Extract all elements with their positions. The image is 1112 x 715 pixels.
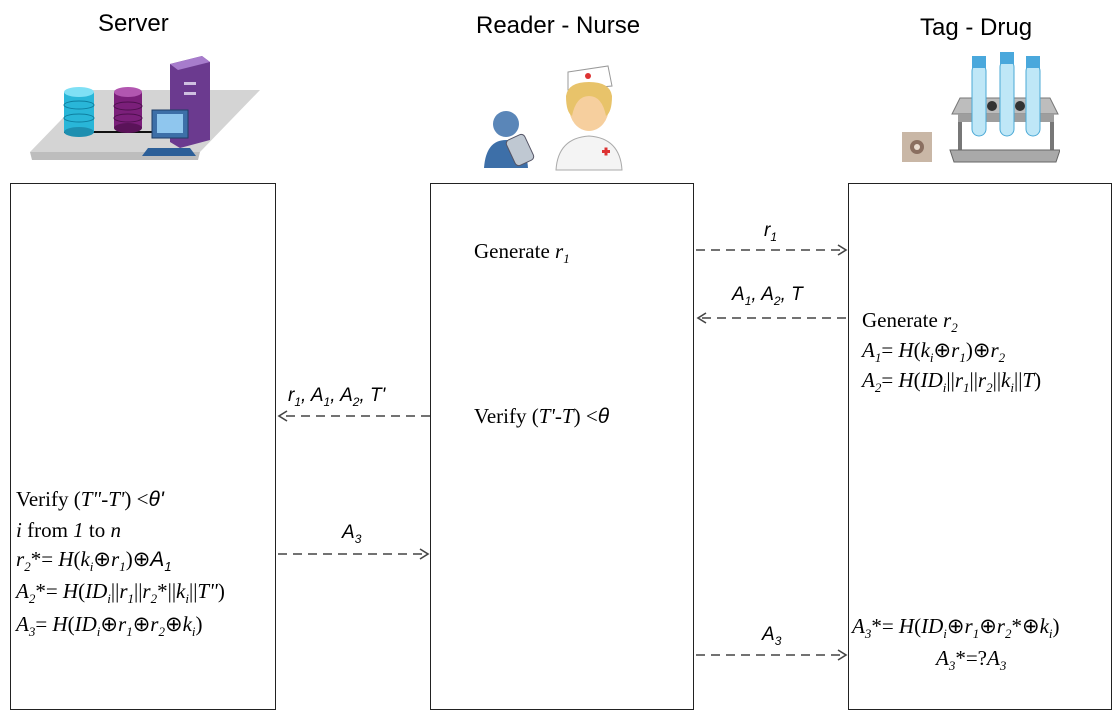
reader-verify: Verify (T'-T) <θ (474, 404, 610, 428)
drug-tag-test-tubes-icon (902, 52, 1060, 163)
reader-generate-r1: Generate r1 (474, 239, 570, 267)
msg-a3-to-reader-label: A3 (342, 522, 362, 546)
nurse-with-reader-icon (484, 65, 623, 171)
server-a3-calc: A3= H(IDi⊕r1⊕r2⊕ki) (16, 612, 203, 640)
msg-a1-a2-t-label: A1, A2, T (732, 284, 803, 308)
tag-a3-compare: A3*=?A3 (936, 646, 1007, 674)
tag-a3-check: A3*= H(IDi⊕r1⊕r2*⊕ki) (852, 614, 1060, 642)
tag-box (848, 183, 1112, 710)
tag-generate-r2: Generate r2 (862, 308, 958, 336)
server-title: Server (98, 10, 169, 37)
tag-a2: A2= H(IDi||r1||r2||ki||T) (862, 368, 1042, 396)
reader-box (430, 183, 694, 710)
msg-a3-to-tag-label: A3 (762, 624, 782, 648)
msg-r1-label: r1 (764, 220, 778, 244)
server-verify: Verify (T"-T') <θ' (16, 487, 164, 511)
reader-title: Reader - Nurse (476, 12, 641, 39)
tag-title: Tag - Drug (920, 14, 1033, 41)
server-a2-calc: A2*= H(IDi||r1||r2*||ki||T") (16, 579, 225, 607)
server-loop: i from 1 to n (16, 518, 122, 542)
server-r2-calc: r2*= H(ki⊕r1)⊕A1 (16, 547, 172, 575)
server-box (10, 183, 276, 710)
msg-r1-a1-a2-tp-label: r1, A1, A2, T' (288, 385, 386, 409)
tag-a1: A1= H(ki⊕r1)⊕r2 (862, 338, 1006, 366)
server-database-computer-icon (30, 56, 260, 160)
